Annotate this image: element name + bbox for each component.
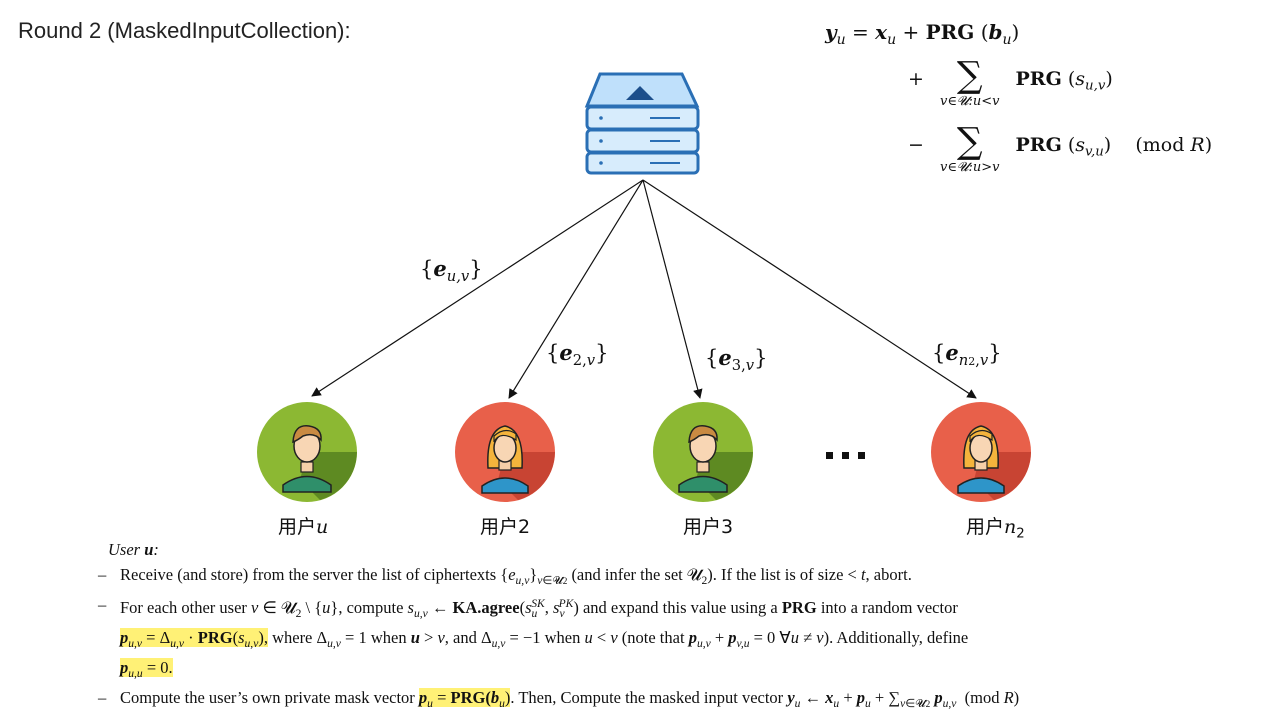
edge-label-u: {eu,v} (420, 256, 483, 286)
edge-label-2: {e2,v} (546, 340, 609, 370)
user-avatar-n2 (931, 402, 1031, 502)
user-avatar-2 (455, 402, 555, 502)
user-label-n2: 用户n2 (966, 516, 1025, 542)
protocol-item-2: For each other user v ∈ 𝓤2 \ {u}, comput… (98, 593, 1198, 686)
user-label-2: 用户2 (480, 516, 531, 538)
protocol-item-1: Receive (and store) from the server the … (98, 563, 1198, 593)
edge-label-n2: {en2,v} (932, 340, 1002, 370)
protocol-item-3: Compute the user’s own private mask vect… (98, 686, 1198, 716)
edge-arrow-2 (508, 179, 644, 399)
slide-title: Round 2 (MaskedInputCollection): (18, 18, 351, 43)
protocol-heading: User u: (108, 540, 159, 559)
formula-line-3: − ∑ v∈𝓤:u>v PRG (sv,u) (mod R) (908, 121, 1213, 176)
server-icon (584, 72, 700, 175)
user-avatar-u (257, 402, 357, 502)
user-avatar-3 (653, 402, 753, 502)
user-label-u: 用户u (278, 516, 329, 538)
user-label-3: 用户3 (683, 516, 734, 538)
ellipsis-dots (826, 452, 865, 459)
edge-arrow-1 (311, 179, 644, 397)
formula-line-1: yu = xu + PRG (bu) (825, 20, 1020, 48)
edge-arrow-3 (642, 179, 703, 399)
edge-label-3: {e3,v} (705, 345, 768, 375)
edge-arrow-4 (642, 179, 977, 399)
formula-line-2: + ∑ v∈𝓤:u<v PRG (su,v) (908, 55, 1113, 110)
protocol-description: User u: Receive (and store) from the ser… (98, 538, 1198, 716)
